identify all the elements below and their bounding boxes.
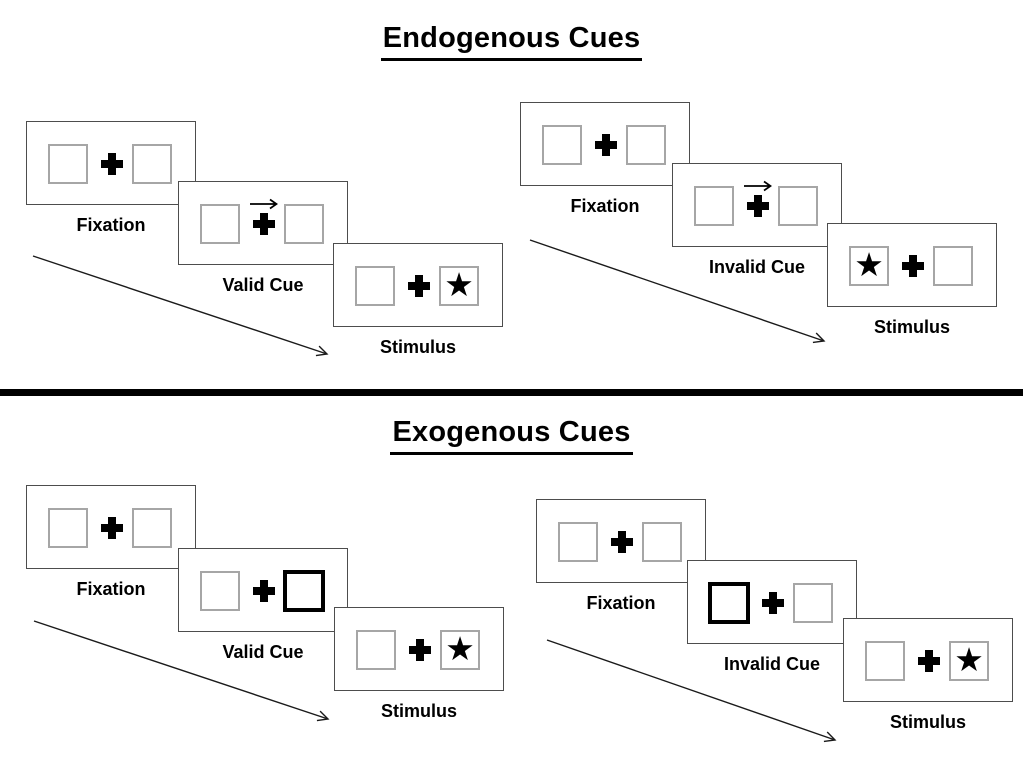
fixation-cross-icon (747, 195, 769, 217)
fixation-cross-icon (253, 213, 275, 235)
left-placeholder-box (694, 186, 734, 226)
step-label-invalid-cue: Invalid Cue (708, 257, 806, 277)
star-icon: ★ (954, 640, 984, 679)
left-placeholder-box (200, 204, 240, 244)
fixation-cross-icon (595, 134, 617, 156)
step-label-stimulus: Stimulus (379, 337, 456, 357)
left-placeholder-box (542, 125, 582, 165)
step-label-fixation: Fixation (586, 593, 656, 613)
step-label-stimulus: Stimulus (889, 712, 966, 732)
step-label-valid-cue: Valid Cue (222, 275, 304, 295)
step-label-valid-cue: Valid Cue (222, 642, 304, 662)
fixation-cross-icon (408, 275, 430, 297)
left-placeholder-box (355, 266, 395, 306)
step-label-stimulus: Stimulus (873, 317, 950, 337)
endogenous-section-title: Endogenous Cues (0, 22, 1023, 61)
panel-fixation (536, 499, 706, 583)
panel-stimulus: ★ (827, 223, 997, 307)
left-highlighted-cue-box (708, 582, 750, 624)
right-placeholder-box (626, 125, 666, 165)
right-placeholder-box (933, 246, 973, 286)
panel-fixation (520, 102, 690, 186)
right-arrow-cue-icon (250, 198, 278, 210)
fixation-cross-icon (101, 153, 123, 175)
timeline-arrow-endogenous-valid (32, 255, 329, 357)
star-icon: ★ (854, 245, 884, 284)
right-placeholder-box (132, 144, 172, 184)
fixation-cross-icon (409, 639, 431, 661)
right-placeholder-box (793, 583, 833, 623)
panel-stimulus: ★ (334, 607, 504, 691)
right-target-box: ★ (440, 630, 480, 670)
fixation-cross-icon (902, 255, 924, 277)
star-icon: ★ (444, 265, 474, 304)
right-placeholder-box (132, 508, 172, 548)
right-arrow-cue-icon (744, 180, 772, 192)
left-target-box: ★ (849, 246, 889, 286)
right-target-box: ★ (949, 641, 989, 681)
right-target-box: ★ (439, 266, 479, 306)
left-placeholder-box (865, 641, 905, 681)
left-placeholder-box (356, 630, 396, 670)
step-label-fixation: Fixation (76, 215, 146, 235)
fixation-cross-icon (611, 531, 633, 553)
panel-invalid-cue (672, 163, 842, 247)
step-label-fixation: Fixation (76, 579, 146, 599)
step-label-stimulus: Stimulus (380, 701, 457, 721)
section-divider (0, 389, 1023, 396)
star-icon: ★ (445, 629, 475, 668)
fixation-cross-icon (762, 592, 784, 614)
timeline-arrow-endogenous-invalid (529, 239, 826, 344)
left-placeholder-box (558, 522, 598, 562)
right-placeholder-box (778, 186, 818, 226)
right-highlighted-cue-box (283, 570, 325, 612)
left-placeholder-box (48, 508, 88, 548)
right-placeholder-box (284, 204, 324, 244)
panel-valid-cue (178, 181, 348, 265)
right-placeholder-box (642, 522, 682, 562)
panel-fixation (26, 121, 196, 205)
panel-stimulus: ★ (333, 243, 503, 327)
timeline-arrow-exogenous-valid (33, 620, 330, 722)
exogenous-section-title: Exogenous Cues (0, 416, 1023, 455)
exogenous-title-text: Exogenous Cues (390, 416, 633, 455)
fixation-cross-icon (253, 580, 275, 602)
left-placeholder-box (48, 144, 88, 184)
panel-invalid-cue (687, 560, 857, 644)
step-label-fixation: Fixation (570, 196, 640, 216)
panel-stimulus: ★ (843, 618, 1013, 702)
step-label-invalid-cue: Invalid Cue (723, 654, 821, 674)
panel-fixation (26, 485, 196, 569)
panel-valid-cue (178, 548, 348, 632)
fixation-cross-icon (918, 650, 940, 672)
endogenous-title-text: Endogenous Cues (380, 22, 643, 61)
fixation-cross-icon (101, 517, 123, 539)
left-placeholder-box (200, 571, 240, 611)
